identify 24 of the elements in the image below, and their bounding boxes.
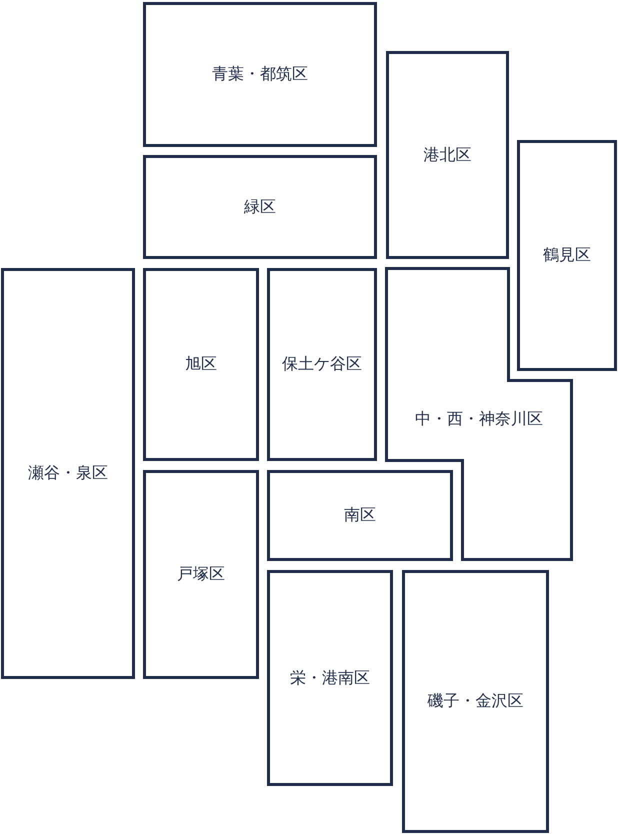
ward-name: 南区 bbox=[344, 505, 376, 526]
ward-region bbox=[385, 267, 573, 561]
ward-region bbox=[517, 140, 617, 371]
ward-region bbox=[143, 155, 377, 259]
ward-name: 鶴見区 bbox=[543, 245, 591, 266]
ward-region bbox=[267, 470, 453, 561]
ward-region bbox=[143, 2, 377, 147]
ward-region bbox=[267, 268, 377, 461]
ward-name: 磯子・金沢区 bbox=[428, 691, 524, 712]
ward-name: 中・西・神奈川区 bbox=[415, 409, 543, 430]
ward-region bbox=[143, 268, 259, 461]
ward-name: 戸塚区 bbox=[177, 564, 225, 585]
ward-name: 瀬谷・泉区 bbox=[28, 463, 108, 484]
ward-name: 栄・港南区 bbox=[290, 668, 370, 688]
ward-name: 旭区 bbox=[185, 354, 217, 375]
ward-region bbox=[1, 268, 135, 679]
ward-name: 保土ケ谷区 bbox=[282, 354, 362, 375]
ward-name: 港北区 bbox=[424, 144, 472, 166]
ward-region bbox=[267, 570, 393, 786]
ward-region bbox=[386, 51, 509, 259]
ward-name: 青葉・都筑区 bbox=[212, 64, 308, 85]
ward-name: 緑区 bbox=[244, 196, 276, 218]
ward-region bbox=[402, 570, 549, 833]
ward-region bbox=[143, 470, 259, 679]
